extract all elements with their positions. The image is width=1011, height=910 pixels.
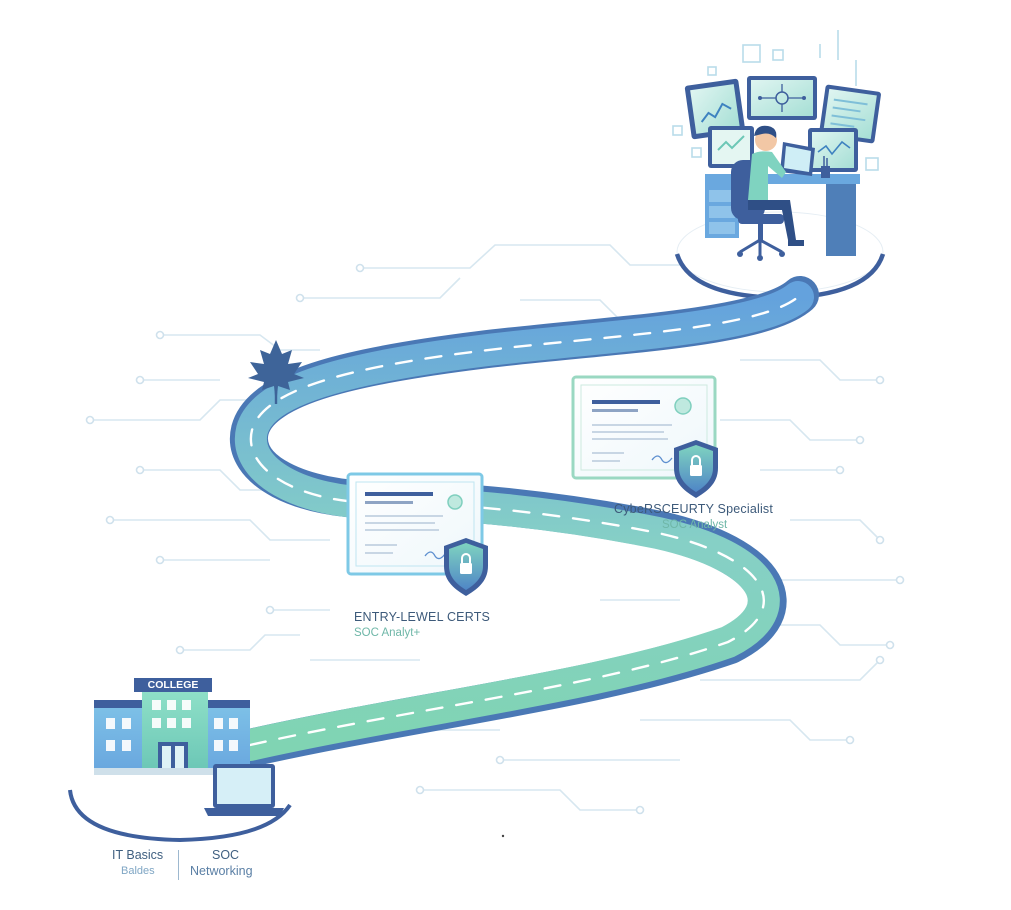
- base-divider: [178, 850, 179, 880]
- maple-leaf-icon: [248, 340, 304, 404]
- specialist-milestone-subtitle: SOC Analyst: [662, 519, 728, 531]
- base-right-title: SOC: [212, 848, 240, 862]
- circuit-nodes: [85, 260, 905, 815]
- shield-lock-icon: [674, 440, 718, 498]
- analyst-workstation-icon: [672, 30, 881, 261]
- entry-milestone-title: ENTRY-LEWEL CERTS: [354, 610, 491, 624]
- college-sign: COLLEGE: [147, 679, 199, 691]
- specialist-milestone-title: CybeRSCEURTY Specialist: [614, 502, 774, 516]
- entry-milestone-subtitle: SOC Analyt+: [354, 627, 421, 639]
- base-left-subtitle: Baldes: [121, 865, 155, 877]
- start-platform: [68, 789, 292, 843]
- college-building-icon: [94, 678, 254, 775]
- base-left-title: IT Basics: [112, 848, 164, 862]
- laptop-icon: [204, 764, 284, 816]
- shield-lock-icon: [444, 538, 488, 596]
- base-right-subtitle: Networking: [190, 864, 253, 878]
